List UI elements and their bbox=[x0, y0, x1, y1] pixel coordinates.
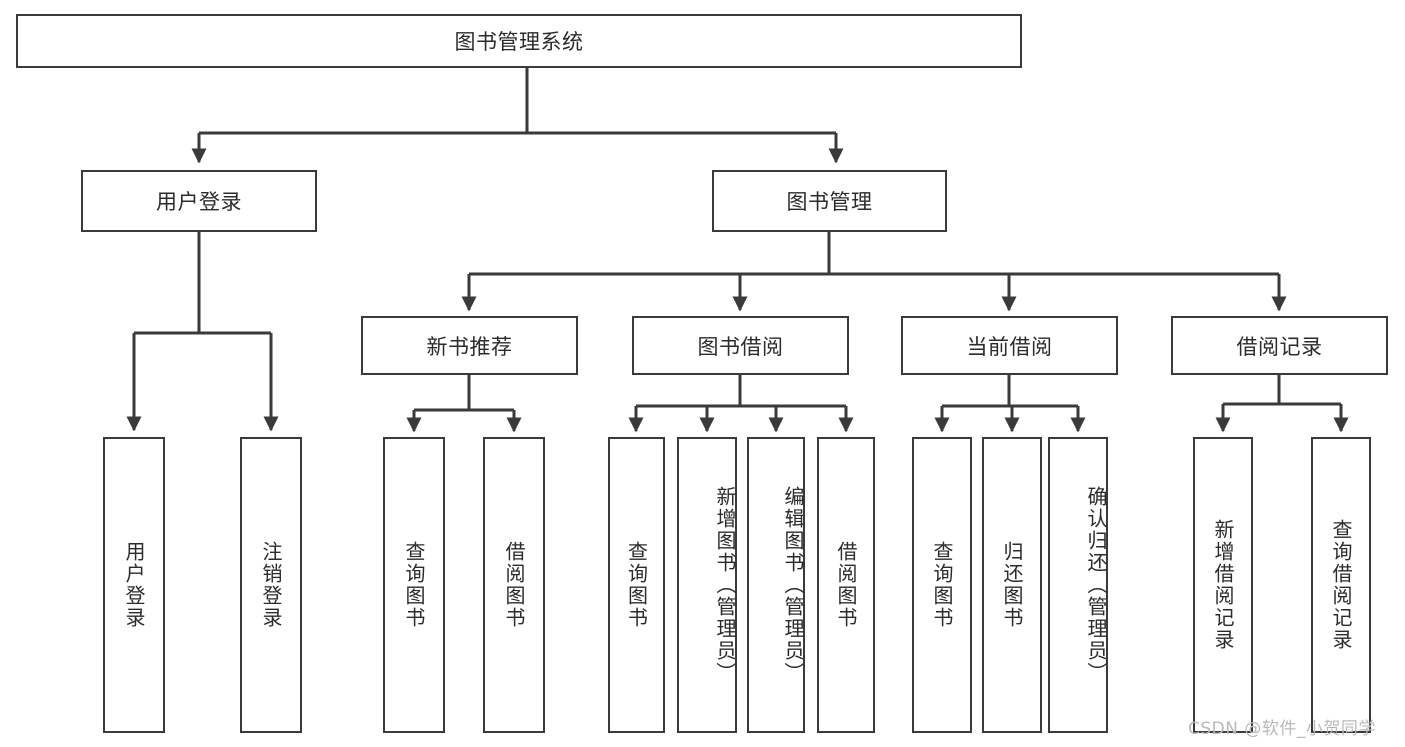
leaf-add-borrow-record[interactable]: 新增借阅记录 bbox=[1193, 437, 1253, 733]
leaf-user-login[interactable]: 用户登录 bbox=[103, 437, 165, 733]
node-book-borrow[interactable]: 图书借阅 bbox=[632, 316, 849, 375]
leaf-add-book-admin[interactable]: 新增图书（管理员） bbox=[677, 437, 737, 733]
node-book-management[interactable]: 图书管理 bbox=[712, 170, 947, 232]
node-current-borrow[interactable]: 当前借阅 bbox=[901, 316, 1118, 375]
node-borrow-record[interactable]: 借阅记录 bbox=[1171, 316, 1388, 375]
node-user-login[interactable]: 用户登录 bbox=[81, 170, 317, 232]
leaf-confirm-return-admin[interactable]: 确认归还（管理员） bbox=[1048, 437, 1108, 733]
watermark-text: CSDN @软件_小贺同学 bbox=[1188, 719, 1376, 739]
leaf-edit-book-admin[interactable]: 编辑图书（管理员） bbox=[747, 437, 805, 733]
leaf-return-book[interactable]: 归还图书 bbox=[982, 437, 1042, 733]
node-new-book-recommend[interactable]: 新书推荐 bbox=[361, 316, 578, 375]
leaf-borrow-book[interactable]: 借阅图书 bbox=[817, 437, 875, 733]
leaf-query-books-recommend[interactable]: 查询图书 bbox=[383, 437, 445, 733]
leaf-borrow-books-recommend[interactable]: 借阅图书 bbox=[483, 437, 545, 733]
leaf-query-books-current[interactable]: 查询图书 bbox=[912, 437, 972, 733]
leaf-query-borrow-record[interactable]: 查询借阅记录 bbox=[1311, 437, 1371, 733]
leaf-query-books-borrow[interactable]: 查询图书 bbox=[608, 437, 665, 733]
node-root[interactable]: 图书管理系统 bbox=[16, 14, 1022, 68]
leaf-user-logout[interactable]: 注销登录 bbox=[240, 437, 302, 733]
